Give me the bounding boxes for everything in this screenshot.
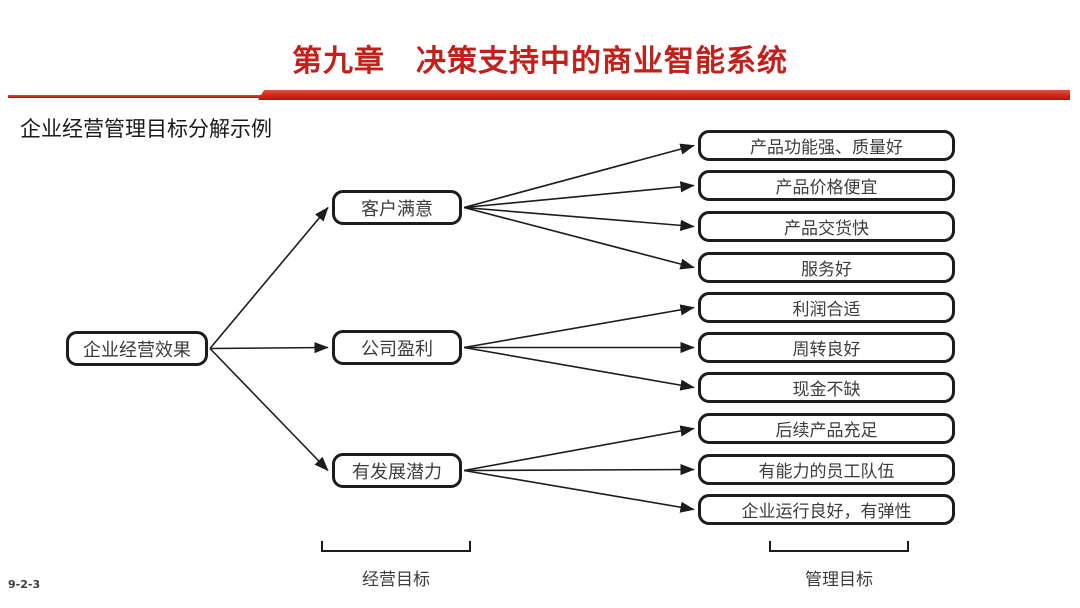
node-level1-0[interactable]: 客户满意 bbox=[332, 190, 462, 225]
connector-arrow bbox=[463, 469, 695, 513]
connector-arrow bbox=[463, 346, 695, 391]
node-label: 后续产品充足 bbox=[775, 421, 878, 440]
node-leaf-6[interactable]: 现金不缺 bbox=[698, 372, 955, 403]
node-level1-1[interactable]: 公司盈利 bbox=[332, 330, 462, 365]
node-label: 产品交货快 bbox=[784, 219, 869, 238]
node-leaf-8[interactable]: 有能力的员工队伍 bbox=[698, 454, 955, 485]
connector-arrow bbox=[463, 463, 695, 476]
connector-arrow bbox=[463, 181, 695, 209]
node-label: 产品功能强、质量好 bbox=[750, 138, 903, 157]
node-label: 企业经营效果 bbox=[83, 339, 191, 360]
node-leaf-9[interactable]: 企业运行良好，有弹性 bbox=[698, 494, 955, 525]
node-label: 现金不缺 bbox=[792, 380, 861, 399]
connector-arrow bbox=[463, 206, 695, 270]
group-bracket-0 bbox=[321, 541, 471, 552]
node-label: 利润合适 bbox=[792, 300, 861, 319]
node-leaf-0[interactable]: 产品功能强、质量好 bbox=[698, 130, 955, 161]
node-label: 有发展潜力 bbox=[352, 461, 442, 482]
connector-arrow bbox=[463, 206, 695, 231]
group-bracket-1 bbox=[769, 541, 909, 552]
node-label: 服务好 bbox=[801, 260, 852, 279]
node-leaf-3[interactable]: 服务好 bbox=[698, 252, 955, 283]
node-label: 产品价格便宜 bbox=[775, 178, 878, 197]
node-leaf-1[interactable]: 产品价格便宜 bbox=[698, 170, 955, 201]
node-leaf-4[interactable]: 利润合适 bbox=[698, 292, 955, 323]
group-label-1: 管理目标 bbox=[805, 570, 873, 589]
page-title: 第九章 决策支持中的商业智能系统 bbox=[292, 44, 788, 79]
node-leaf-5[interactable]: 周转良好 bbox=[698, 332, 955, 363]
group-label-0: 经营目标 bbox=[362, 570, 430, 589]
page-number: 9-2-3 bbox=[8, 578, 41, 591]
node-level1-2[interactable]: 有发展潜力 bbox=[332, 453, 462, 488]
connector-arrow bbox=[209, 342, 329, 354]
connector-arrow bbox=[463, 425, 695, 472]
node-root[interactable]: 企业经营效果 bbox=[66, 331, 208, 366]
node-label: 公司盈利 bbox=[361, 338, 433, 359]
header-rule-thin bbox=[8, 95, 264, 98]
node-label: 企业运行良好，有弹性 bbox=[741, 502, 912, 521]
node-leaf-2[interactable]: 产品交货快 bbox=[698, 211, 955, 242]
header-rule-thick bbox=[258, 90, 1070, 100]
connector-arrow bbox=[463, 304, 695, 349]
subtitle: 企业经营管理目标分解示例 bbox=[20, 117, 272, 141]
connector-arrow bbox=[209, 347, 329, 472]
node-label: 客户满意 bbox=[361, 198, 433, 219]
node-leaf-7[interactable]: 后续产品充足 bbox=[698, 413, 955, 444]
node-label: 有能力的员工队伍 bbox=[758, 462, 895, 481]
connector-arrow bbox=[209, 206, 329, 350]
node-label: 周转良好 bbox=[792, 340, 861, 359]
connector-arrow bbox=[463, 143, 695, 209]
